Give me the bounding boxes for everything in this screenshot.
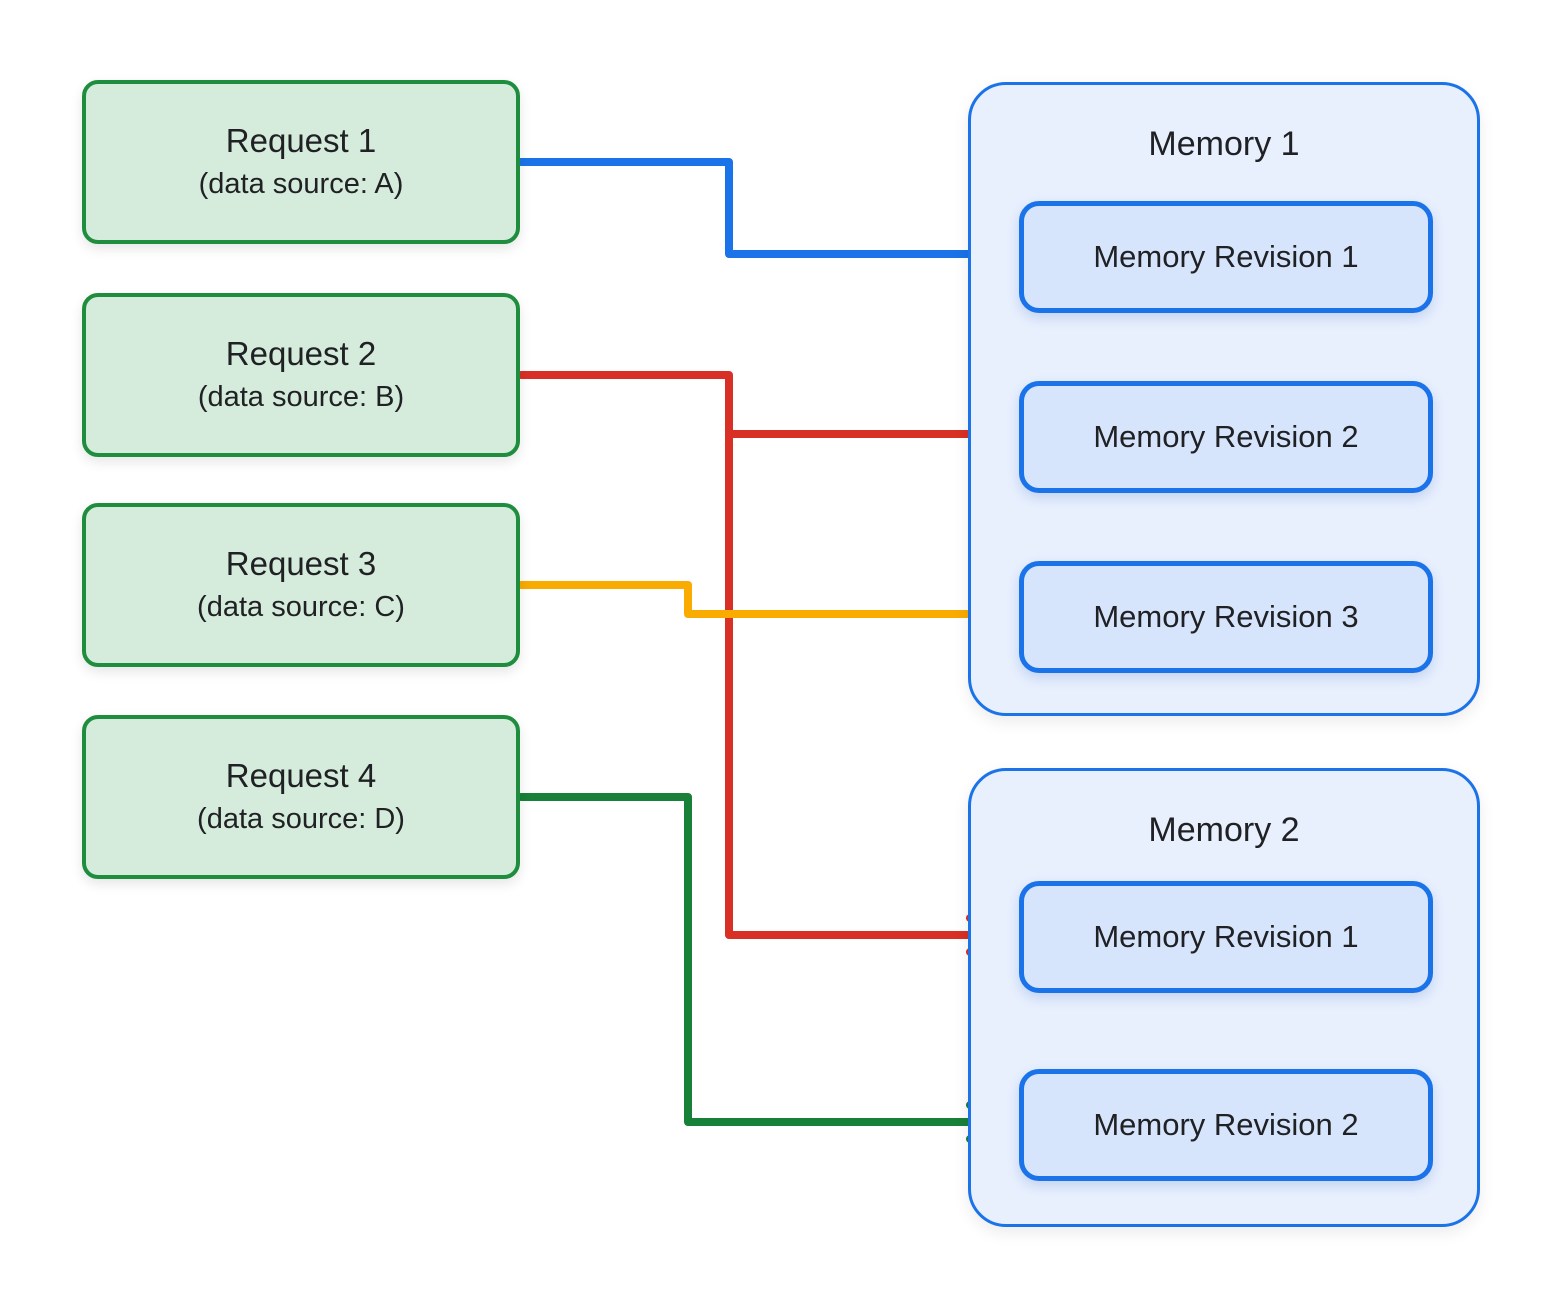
arrow-request4-to-memory2-revision2 bbox=[517, 793, 1004, 1143]
memory-2-revision-2-label: Memory Revision 2 bbox=[1093, 1107, 1359, 1142]
request-4-subtitle: (data source: D) bbox=[197, 803, 405, 836]
arrow-request2-to-memory1-revision2 bbox=[517, 371, 1006, 455]
memory-2-revision-1-box: Memory Revision 1 bbox=[1019, 881, 1433, 993]
memory-1-revision-1-label: Memory Revision 1 bbox=[1093, 239, 1359, 274]
request-1-box: Request 1 (data source: A) bbox=[82, 80, 520, 244]
memory-2-title: Memory 2 bbox=[1148, 811, 1300, 849]
request-2-box: Request 2 (data source: B) bbox=[82, 293, 520, 457]
request-1-title: Request 1 bbox=[225, 121, 377, 159]
memory-2-revision-2-box: Memory Revision 2 bbox=[1019, 1069, 1433, 1181]
arrow-request1-to-memory1-revision1 bbox=[517, 158, 1006, 275]
arrow-request2-to-memory2-revision1 bbox=[725, 430, 1004, 956]
request-4-title: Request 4 bbox=[225, 756, 377, 794]
request-2-subtitle: (data source: B) bbox=[197, 381, 405, 414]
memory-2-container: Memory 2 Memory Revision 1 Memory Revisi… bbox=[968, 768, 1480, 1227]
request-1-subtitle: (data source: A) bbox=[198, 168, 404, 201]
memory-1-container: Memory 1 Memory Revision 1 Memory Revisi… bbox=[968, 82, 1480, 716]
memory-1-revision-3-label: Memory Revision 3 bbox=[1093, 599, 1359, 634]
request-3-subtitle: (data source: C) bbox=[197, 591, 405, 624]
request-3-box: Request 3 (data source: C) bbox=[82, 503, 520, 667]
request-2-title: Request 2 bbox=[225, 334, 377, 372]
memory-1-revision-2-label: Memory Revision 2 bbox=[1093, 419, 1359, 454]
memory-1-revision-2-box: Memory Revision 2 bbox=[1019, 381, 1433, 493]
memory-1-title: Memory 1 bbox=[1148, 125, 1300, 163]
request-3-title: Request 3 bbox=[225, 544, 377, 582]
memory-1-revision-1-box: Memory Revision 1 bbox=[1019, 201, 1433, 313]
memory-2-revision-1-label: Memory Revision 1 bbox=[1093, 919, 1359, 954]
arrow-request3-to-memory1-revision3 bbox=[517, 581, 1006, 635]
request-4-box: Request 4 (data source: D) bbox=[82, 715, 520, 879]
memory-1-revision-3-box: Memory Revision 3 bbox=[1019, 561, 1433, 673]
